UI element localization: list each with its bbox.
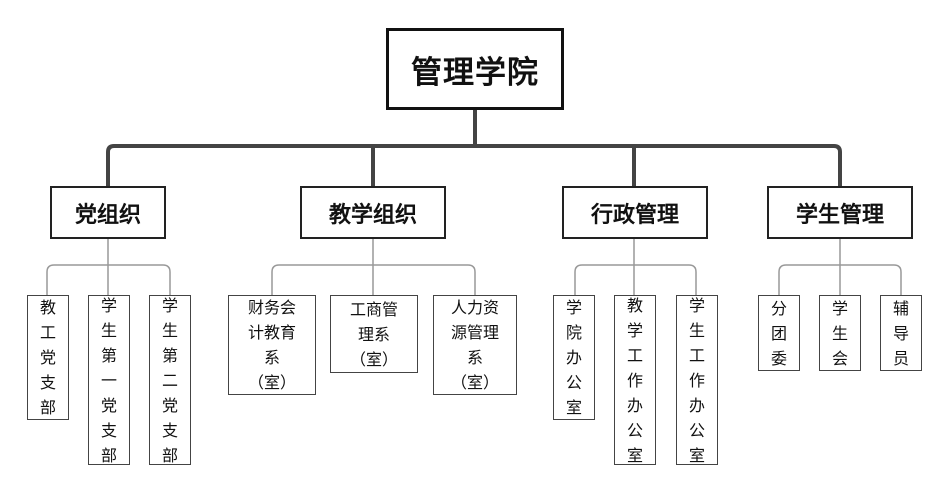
leaf-node: 辅导员	[880, 295, 922, 371]
leaf-node: 人力资源管理系（室）	[433, 295, 517, 395]
category-teaching: 教学组织	[300, 186, 446, 239]
leaf-label: 学生第一党支部	[100, 295, 117, 465]
leaf-node: 教学工作办公室	[614, 295, 656, 465]
leaf-label: 学生第二党支部	[161, 295, 178, 465]
leaf-node: 工商管理系（室）	[330, 295, 418, 373]
leaf-label: 教学工作办公室	[626, 295, 643, 465]
leaf-node: 学生第二党支部	[149, 295, 191, 465]
category-admin: 行政管理	[562, 186, 708, 239]
category-student: 学生管理	[767, 186, 913, 239]
leaf-label: 财务会计教育系（室）	[247, 298, 296, 392]
leaf-label: 学院办公室	[565, 298, 582, 417]
main-bus	[106, 144, 842, 186]
root-label: 管理学院	[411, 54, 539, 91]
leaf-label: 分团委	[770, 298, 787, 368]
leaf-label: 学生工作办公室	[688, 295, 705, 465]
leaf-label: 学生会	[831, 298, 848, 368]
category-party: 党组织	[50, 186, 166, 239]
category-label: 行政管理	[590, 202, 679, 228]
leaf-label: 辅导员	[892, 298, 909, 368]
category-label: 学生管理	[795, 202, 884, 228]
leaf-label: 人力资源管理系（室）	[450, 298, 499, 392]
group3-bracket	[574, 264, 697, 295]
leaf-node: 学生第一党支部	[88, 295, 130, 465]
leaf-node: 学生会	[819, 295, 861, 371]
category-label: 党组织	[74, 202, 141, 228]
category-label: 教学组织	[328, 202, 417, 228]
leaf-node: 学生工作办公室	[676, 295, 718, 465]
leaf-node: 财务会计教育系（室）	[228, 295, 316, 395]
root-node: 管理学院	[386, 28, 564, 110]
leaf-node: 教工党支部	[27, 295, 69, 420]
leaf-label: 教工党支部	[39, 298, 56, 417]
leaf-node: 学院办公室	[553, 295, 595, 420]
leaf-node: 分团委	[758, 295, 800, 371]
leaf-label: 工商管理系（室）	[349, 299, 398, 369]
